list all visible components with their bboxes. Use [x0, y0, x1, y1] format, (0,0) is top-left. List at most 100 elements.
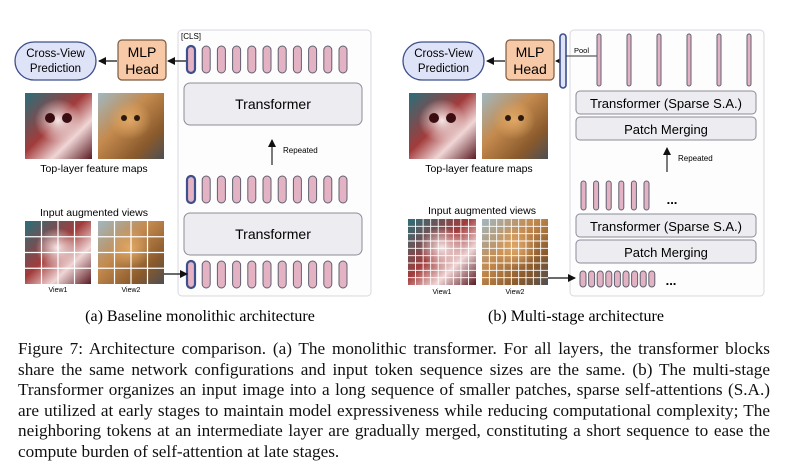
token [643, 180, 650, 211]
token [593, 180, 600, 211]
cls-token [185, 44, 197, 75]
transformer-sparse-block-top: Transformer (Sparse S.A.) [575, 90, 757, 115]
token [262, 260, 272, 289]
svg-text:Patch Merging: Patch Merging [624, 245, 708, 260]
top-maps-label: Top-layer feature maps [40, 163, 147, 175]
token [648, 270, 656, 288]
token [613, 270, 621, 288]
token [631, 270, 639, 288]
input-views-label: Input augmented views [40, 207, 148, 219]
svg-text:Transformer: Transformer [235, 226, 311, 242]
token [605, 180, 612, 211]
token [323, 45, 333, 74]
cls-token [185, 259, 197, 290]
top-layer-feature-map-2 [482, 93, 548, 159]
token-row-bottom [185, 259, 348, 290]
prediction-label: Prediction [30, 63, 81, 75]
token-row-bottom [579, 270, 656, 288]
head-label: Head [513, 61, 546, 77]
repeated-label: Repeated [678, 154, 713, 163]
token-row-middle [185, 174, 348, 205]
token [308, 260, 318, 289]
input-view-2 [98, 221, 164, 284]
token [596, 33, 602, 87]
token [588, 270, 596, 288]
token [292, 260, 302, 289]
token [338, 175, 348, 204]
repeated-label: Repeated [283, 146, 318, 155]
token [630, 180, 637, 211]
middle-ellipsis: ... [667, 192, 678, 207]
token [605, 270, 613, 288]
token [656, 33, 662, 87]
token [626, 33, 632, 87]
token [579, 270, 587, 288]
view2-label: View2 [506, 289, 525, 296]
head-label: Head [125, 61, 158, 77]
mlp-label: MLP [128, 44, 157, 60]
patch-merging-block-top: Patch Merging [575, 116, 757, 141]
svg-text:Transformer (Sparse S.A.): Transformer (Sparse S.A.) [590, 96, 742, 111]
input-views-label: Input augmented views [428, 205, 536, 217]
token [686, 33, 692, 87]
panel-b-cross-view-prediction: Cross-View Prediction [402, 41, 485, 81]
bottom-ellipsis: ... [666, 273, 677, 288]
top-maps-label: Top-layer feature maps [425, 163, 532, 175]
token [308, 175, 318, 204]
token [338, 45, 348, 74]
transformer-block-top: Transformer [183, 82, 363, 126]
token [292, 175, 302, 204]
cls-label: [CLS] [181, 32, 201, 41]
mlp-label: MLP [516, 44, 545, 60]
token [262, 45, 272, 74]
token-row-middle [580, 180, 650, 211]
pooled-token [559, 33, 567, 89]
cls-token [185, 174, 197, 205]
panel-a: Cross-View Prediction MLP Head [CLS] Tra… [14, 29, 372, 325]
token [216, 45, 226, 74]
token [580, 180, 587, 211]
token [201, 175, 211, 204]
svg-text:Patch Merging: Patch Merging [624, 122, 708, 137]
top-layer-feature-map-2 [98, 93, 164, 159]
panel-b-mlp-head: MLP Head [505, 39, 555, 81]
top-layer-feature-map-1 [25, 93, 92, 159]
token [201, 45, 211, 74]
figure-caption: Figure 7: Architecture comparison. (a) T… [18, 339, 770, 461]
panel-a-subcaption: (a) Baseline monolithic architecture [85, 308, 315, 325]
token [596, 270, 604, 288]
token [622, 270, 630, 288]
transformer-sparse-block-bottom: Transformer (Sparse S.A.) [575, 213, 757, 238]
token [277, 45, 287, 74]
svg-text:Transformer (Sparse S.A.): Transformer (Sparse S.A.) [590, 219, 742, 234]
token [232, 45, 242, 74]
architecture-figure: Cross-View Prediction MLP Head [CLS] Tra… [14, 29, 765, 325]
token [338, 260, 348, 289]
panel-a-mlp-head: MLP Head [117, 39, 167, 81]
view1-label: View1 [433, 289, 452, 296]
token [262, 175, 272, 204]
view2-label: View2 [122, 287, 141, 294]
token [247, 45, 257, 74]
pool-label: Pool [574, 46, 589, 55]
view1-label: View1 [49, 287, 68, 294]
token [247, 175, 257, 204]
token [323, 175, 333, 204]
token [277, 260, 287, 289]
cross-view-label: Cross-View [414, 48, 473, 60]
token [323, 260, 333, 289]
panel-b: Cross-View Prediction MLP Head Pool Tran… [402, 29, 765, 325]
prediction-label: Prediction [418, 63, 469, 75]
patch-merging-block-bottom: Patch Merging [575, 239, 757, 264]
token [746, 33, 752, 87]
input-view-2 [482, 219, 548, 285]
token [277, 175, 287, 204]
token [216, 260, 226, 289]
token [232, 175, 242, 204]
token [232, 260, 242, 289]
token [308, 45, 318, 74]
token [292, 45, 302, 74]
input-view-1 [25, 221, 91, 284]
token [247, 260, 257, 289]
token-row-top [596, 33, 752, 87]
